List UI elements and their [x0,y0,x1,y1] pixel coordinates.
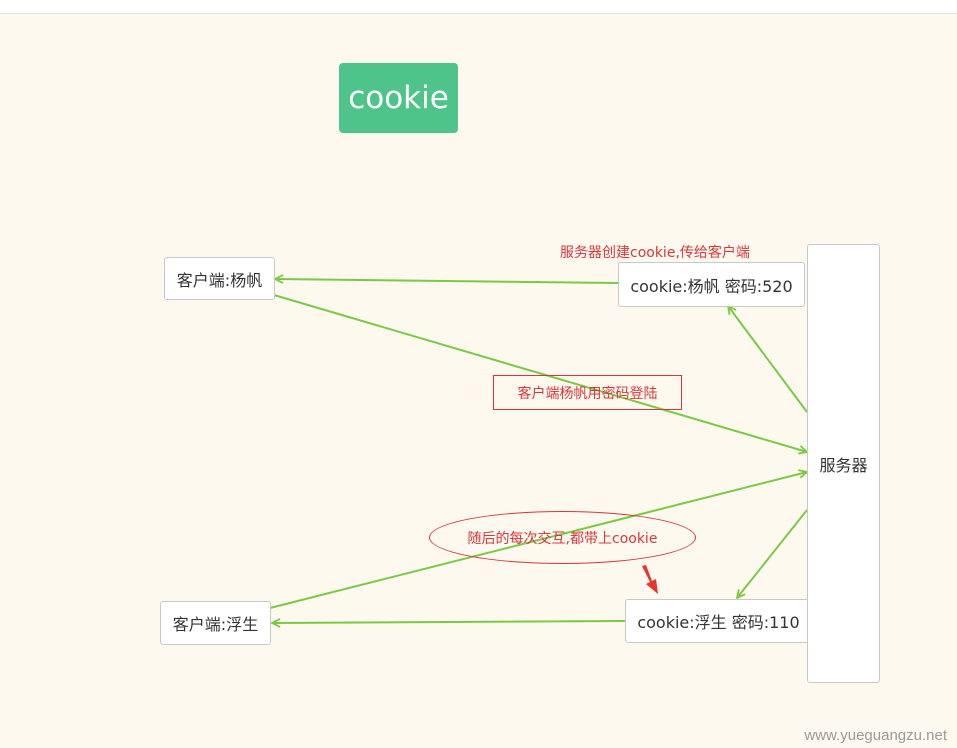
cookie-yangfan-node: cookie:杨帆 密码:520 [618,262,805,307]
title-badge: cookie [339,63,458,133]
client-fusheng-node: 客户端:浮生 [160,601,271,645]
server-label: 服务器 [819,455,868,475]
note-server-creates-cookie: 服务器创建cookie,传给客户端 [560,245,750,261]
client-yangfan-node: 客户端:杨帆 [164,257,275,300]
server-node: 服务器 [807,244,880,683]
watermark: www.yueguangzu.net [804,727,947,744]
top-bar [0,0,957,14]
arrow-server-to-cookie-yangfan [728,306,808,413]
note-subsequent-interactions: 随后的每次交互,都带上cookie [429,511,696,564]
arrow-server-to-cookie-fusheng [737,509,808,598]
arrow-cookie-to-client-fusheng [272,621,626,623]
arrow-client-yangfan-to-server [273,294,807,452]
red-pointer-arrow [642,565,658,594]
note-client-login: 客户端杨帆用密码登陆 [493,375,682,410]
arrow-cookie-to-client-yangfan [275,279,619,284]
cookie-fusheng-node: cookie:浮生 密码:110 [625,599,812,643]
